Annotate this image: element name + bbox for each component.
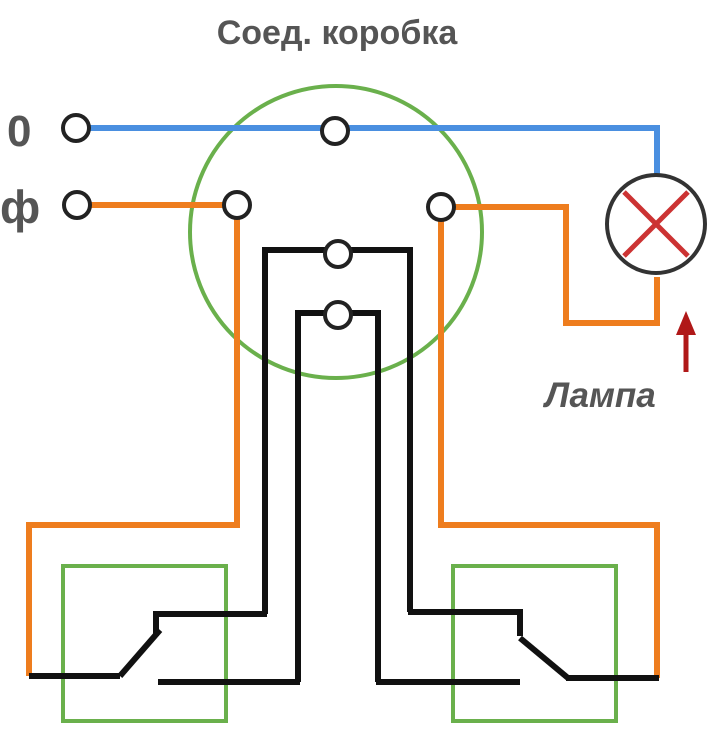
junction-traveler-terminal-lower — [323, 300, 353, 330]
phase-input-terminal — [62, 190, 92, 220]
neutral-wire — [76, 125, 660, 176]
junction-lamp-terminal — [426, 192, 456, 222]
left-switch-upper-contact — [153, 611, 267, 636]
lamp-cross-icon — [605, 173, 707, 275]
junction-box — [188, 84, 484, 380]
up-arrow-icon — [676, 311, 696, 372]
right-switch-box — [451, 564, 618, 723]
phase-label: ф — [0, 181, 40, 233]
lamp-wire-to-right-switch — [438, 207, 660, 678]
left-switch-box — [61, 564, 228, 723]
junction-neutral-terminal — [320, 116, 350, 146]
lamp-label: Лампа — [542, 376, 656, 415]
junction-box-title: Соед. коробка — [217, 14, 459, 52]
junction-traveler-terminal-upper — [323, 239, 353, 269]
junction-phase-terminal — [222, 190, 252, 220]
traveler-wire-lower — [295, 310, 381, 682]
right-switch-upper-contact — [408, 609, 523, 636]
lamp-wire-junction-to-lamp — [441, 204, 660, 326]
neutral-input-terminal — [61, 113, 91, 143]
left-switch-lever — [117, 628, 163, 678]
phase-wire-to-left-switch — [26, 205, 240, 676]
right-switch-lever — [518, 635, 570, 681]
neutral-label: 0 — [7, 107, 31, 156]
